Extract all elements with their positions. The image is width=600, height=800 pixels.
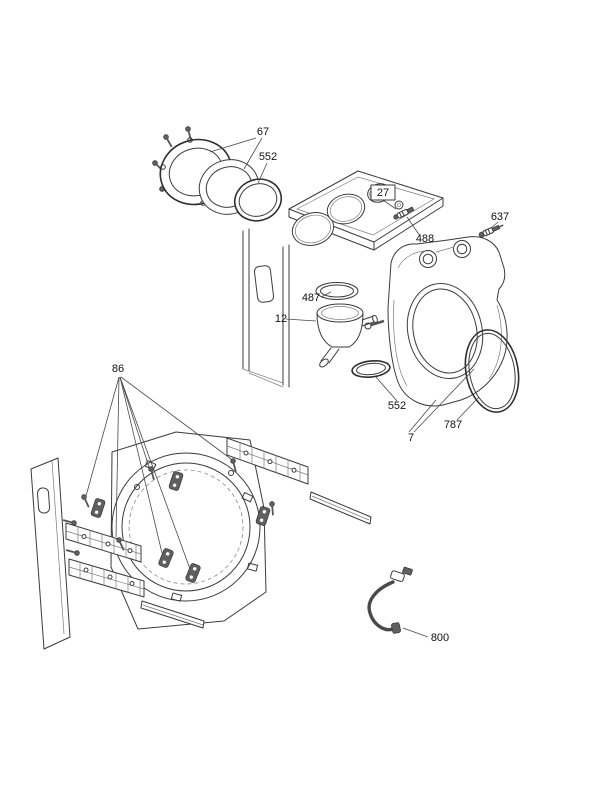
power-cable xyxy=(367,566,413,634)
screw-valve-part xyxy=(393,206,415,220)
label-552-mid: 552 xyxy=(388,400,406,412)
rail-strip-right xyxy=(309,491,372,525)
label-86: 86 xyxy=(112,363,124,375)
label-487: 487 xyxy=(302,292,320,304)
filter-ring xyxy=(315,282,359,300)
front-panel xyxy=(110,431,267,630)
ring-clamp xyxy=(233,178,283,222)
label-787: 787 xyxy=(444,419,462,431)
bracket-rail-left-upper xyxy=(65,522,142,563)
door-hinge-frame xyxy=(364,236,508,407)
rail-strip-bottom xyxy=(140,600,205,629)
label-7: 7 xyxy=(408,432,414,444)
panel-screw-hole xyxy=(394,200,404,210)
label-552-top: 552 xyxy=(259,151,277,163)
panel-opening-middle xyxy=(326,193,366,225)
door-opening xyxy=(406,282,484,380)
door-ring-assembly xyxy=(151,124,283,222)
panel-opening-large xyxy=(291,212,335,246)
label-67: 67 xyxy=(257,126,269,138)
cabinet-frame xyxy=(242,228,290,388)
filter-assembly xyxy=(315,282,391,379)
side-panel xyxy=(30,457,71,650)
label-27: 27 xyxy=(377,187,389,199)
bracket-rail-left-lower xyxy=(68,558,145,598)
door-gasket xyxy=(464,329,520,413)
part-labels: 67 552 27 488 637 487 12 552 787 7 86 80… xyxy=(112,126,509,644)
filter-cup xyxy=(316,303,378,368)
label-12: 12 xyxy=(275,313,287,325)
frame-bolt xyxy=(364,319,385,330)
clamp-ring-lower xyxy=(351,359,391,379)
label-488: 488 xyxy=(416,233,434,245)
sensor-part xyxy=(478,224,504,238)
label-637: 637 xyxy=(491,211,509,223)
label-27-box xyxy=(370,184,396,201)
label-800: 800 xyxy=(431,632,449,644)
bracket-rail-top xyxy=(226,437,309,485)
leader-lines xyxy=(85,137,499,638)
